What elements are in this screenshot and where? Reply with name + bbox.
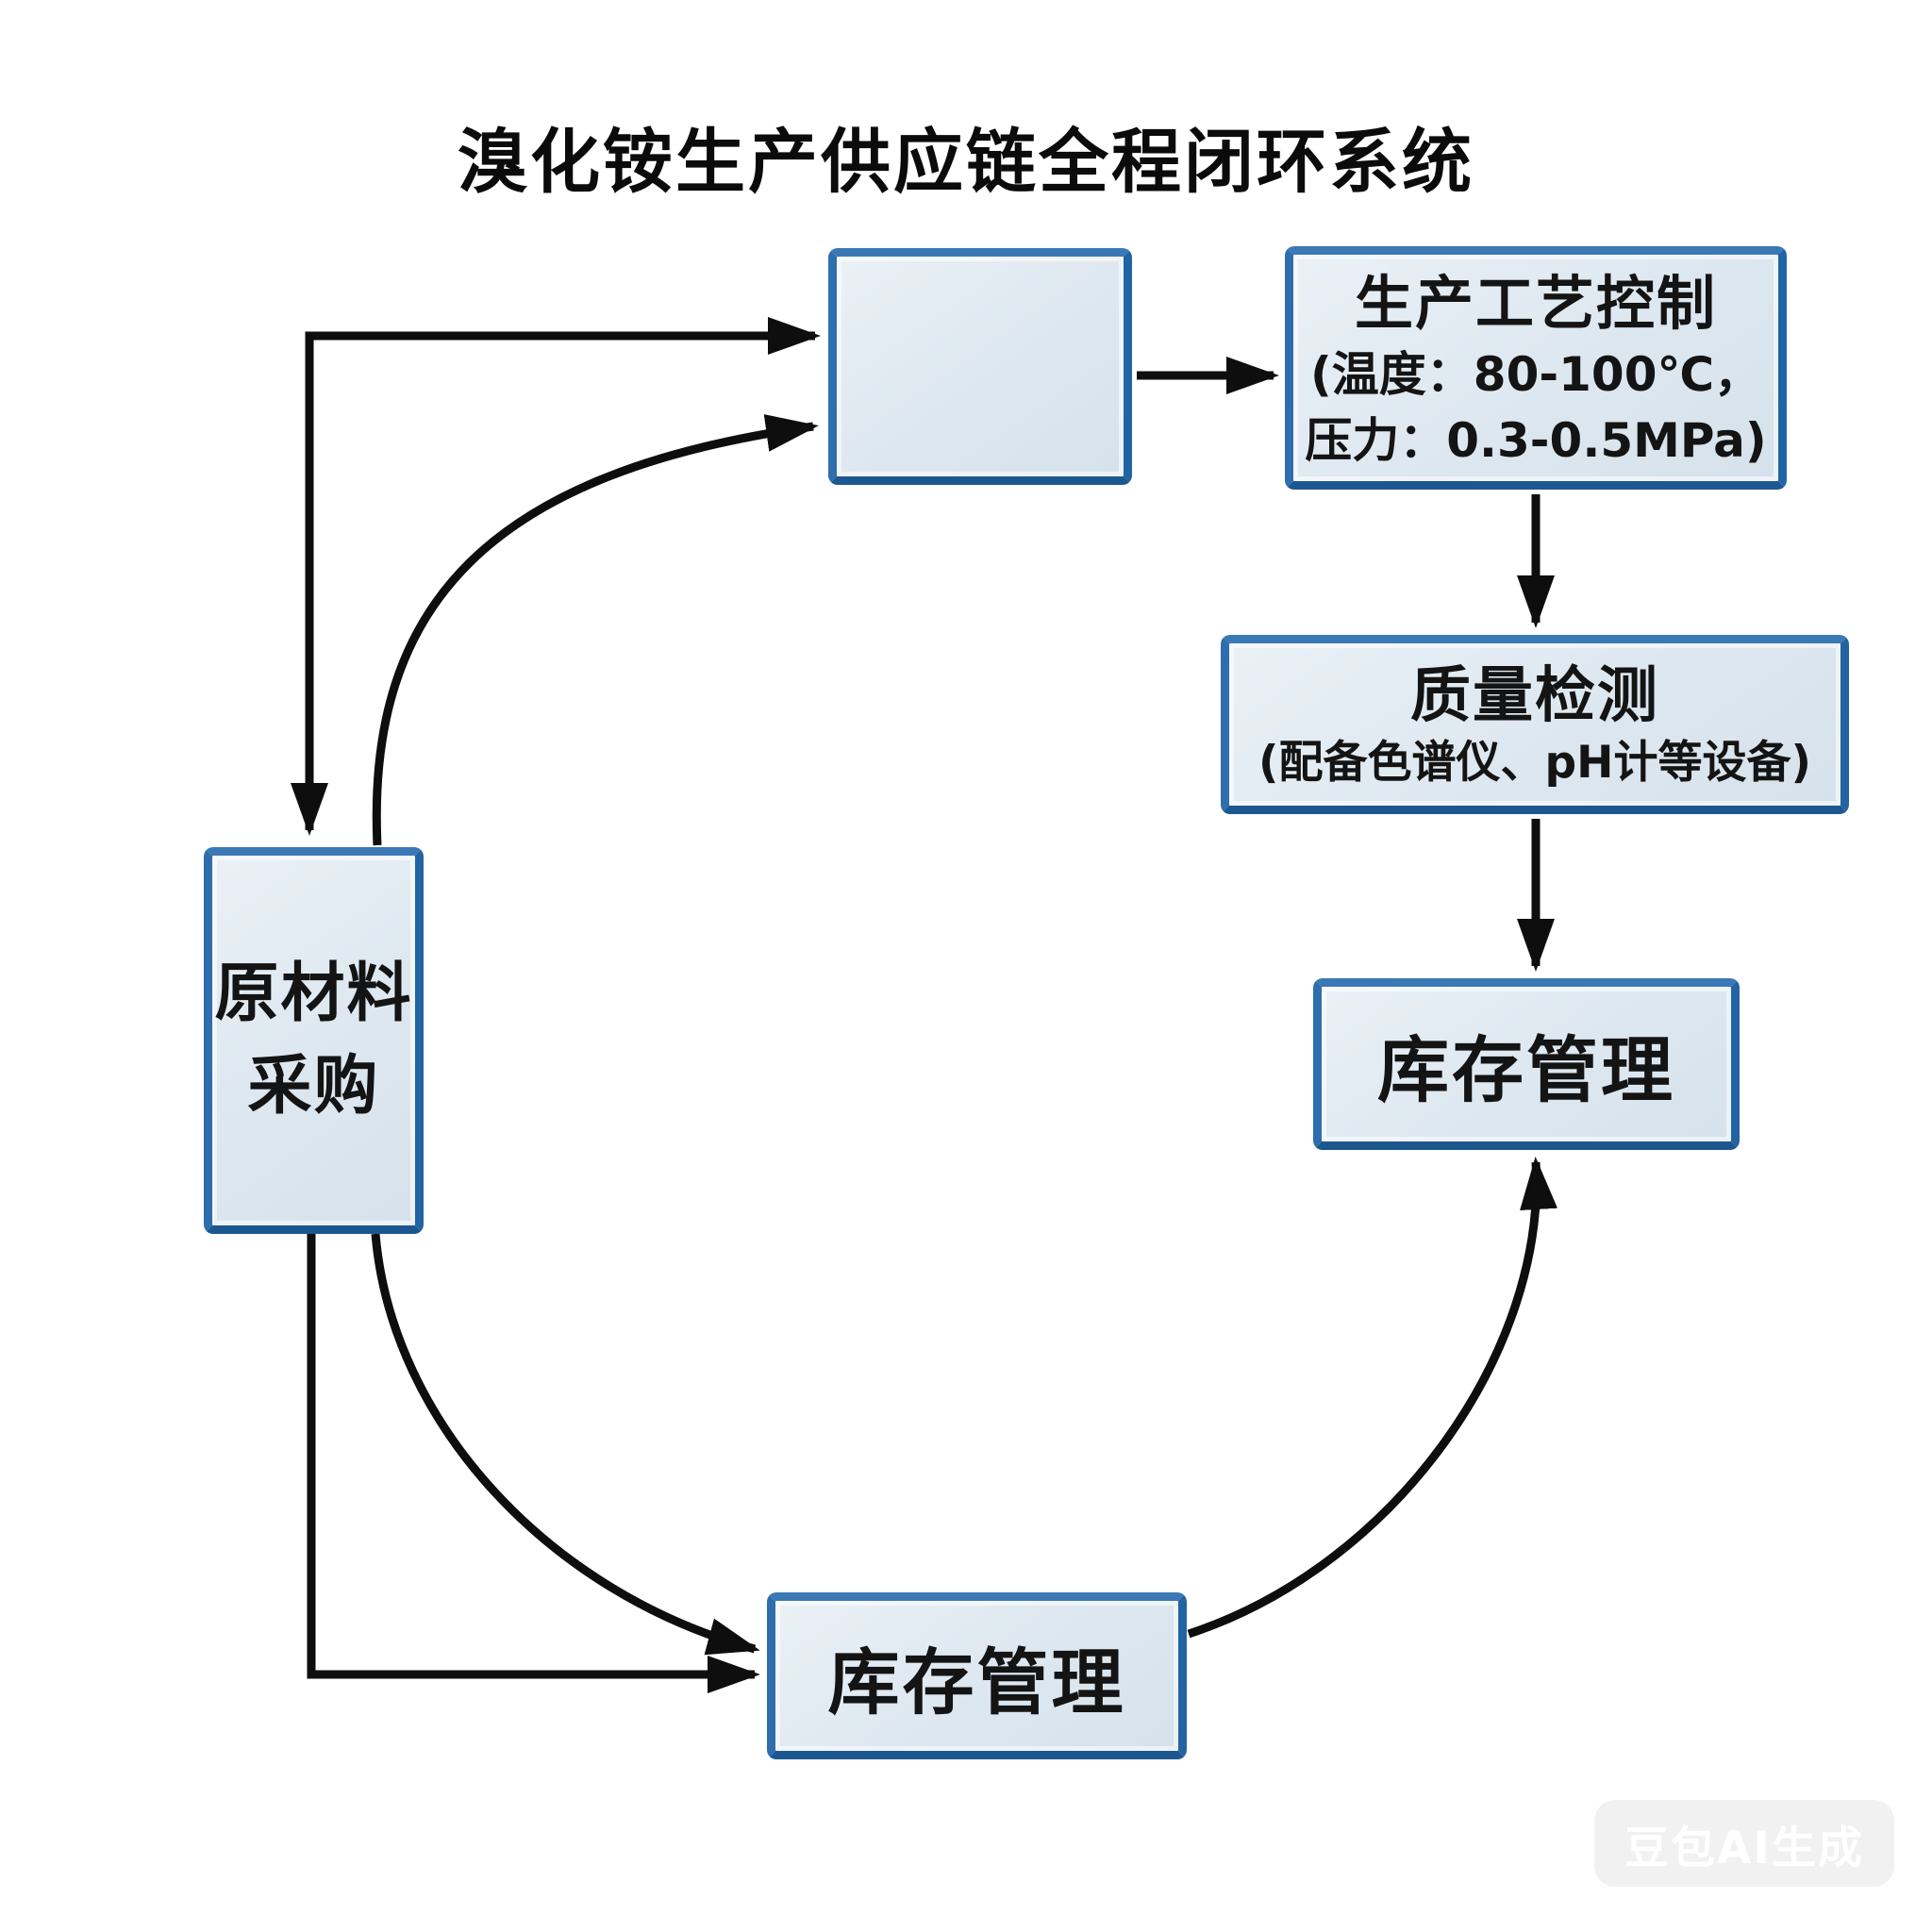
arrow-elbow-raw-to-inventory-bottom <box>307 1234 760 1693</box>
node-process-control-detail-2: 压力：0.3-0.5MPa) <box>1305 413 1767 468</box>
node-raw-material-purchase: 原材料 采购 <box>165 847 462 1267</box>
arrow-curve-raw-to-blank <box>372 414 819 846</box>
arrow-curve-raw-to-inventory-bottom <box>371 1233 760 1656</box>
arrow-elbow-raw-and-blank <box>291 317 821 836</box>
node-process-control-detail-1: (温度：80-100℃， <box>1309 347 1762 402</box>
node-quality-inspection-detail: (配备色谱仪、pH计等设备) <box>1258 737 1811 789</box>
ai-watermark-text: 豆包AI生成 <box>1624 1822 1864 1874</box>
node-raw-material-line-2: 采购 <box>247 1049 380 1124</box>
page-title: 溴化铵生产供应链全程闭环系统 <box>458 122 1474 203</box>
node-process-control-title: 生产工艺控制 <box>1354 269 1717 338</box>
node-inventory-management-bottom: 库存管理 <box>728 1592 1225 1792</box>
node-blank-stage <box>790 248 1171 518</box>
node-quality-inspection-title: 质量检测 <box>1410 661 1659 731</box>
node-quality-inspection: 质量检测 (配备色谱仪、pH计等设备) <box>1182 635 1888 847</box>
node-inventory-bottom-label: 库存管理 <box>827 1640 1126 1724</box>
ai-watermark-badge: 豆包AI生成 <box>1594 1800 1894 1887</box>
arrow-curve-inventory-bottom-to-right <box>1187 1157 1557 1639</box>
node-inventory-management-right: 库存管理 <box>1274 978 1778 1183</box>
node-inventory-right-label: 库存管理 <box>1377 1028 1675 1112</box>
node-process-control: 生产工艺控制 (温度：80-100℃， 压力：0.3-0.5MPa) <box>1246 246 1825 523</box>
node-raw-material-line-1: 原材料 <box>214 957 413 1031</box>
